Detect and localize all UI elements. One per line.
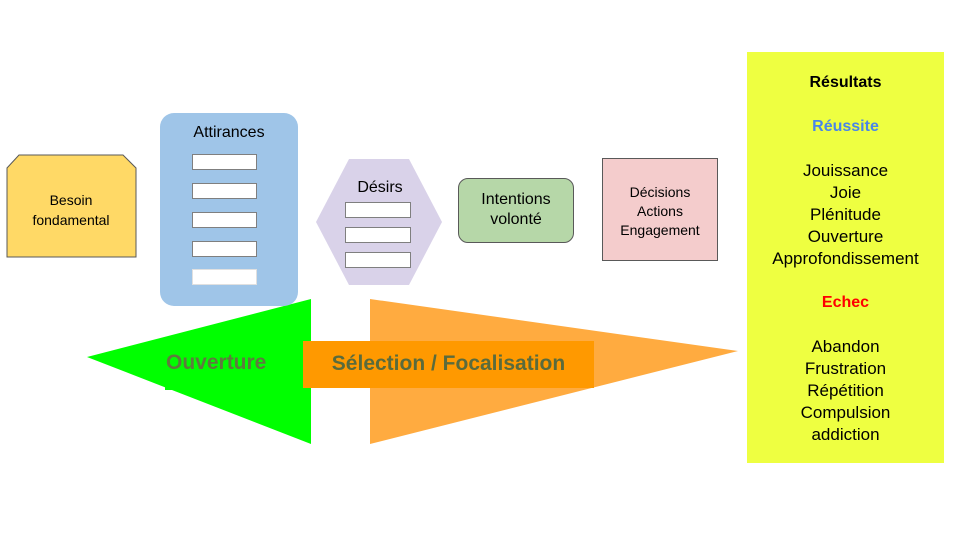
echec-item: Répétition: [807, 381, 884, 400]
resultats-title: Résultats: [809, 74, 882, 91]
echec-item: addiction: [811, 425, 880, 444]
echec-item: Frustration: [804, 359, 887, 378]
echec-item: Compulsion: [800, 403, 891, 422]
attirances-slot: [192, 212, 257, 228]
besoin-line1: Besoin: [49, 192, 93, 208]
attirances-title: Attirances: [193, 124, 265, 141]
reussite-heading: Réussite: [812, 118, 879, 135]
desirs-title: Désirs: [357, 179, 403, 196]
resultats-box: [747, 52, 944, 463]
intentions-line2: volonté: [490, 211, 542, 228]
intentions-line1: Intentions: [481, 191, 551, 208]
intentions-box: [458, 178, 574, 243]
decisions-label: Décisions Actions Engagement: [602, 183, 718, 240]
besoin-label: Besoin fondamental: [8, 190, 134, 230]
intentions-label: Intentions volonté: [458, 190, 574, 230]
selection-label: Sélection / Focalisation: [331, 352, 566, 375]
reussite-item: Joie: [829, 183, 862, 202]
selection-label-box: [303, 341, 594, 388]
desirs-slot: [345, 227, 411, 243]
attirances-slot: [192, 269, 257, 285]
attirances-slot: [192, 241, 257, 257]
besoin-line2: fondamental: [32, 212, 110, 228]
reussite-item: Ouverture: [807, 227, 884, 246]
resultats-content: Résultats Réussite Jouissance Joie Pléni…: [747, 72, 944, 446]
besoin-shape: [6, 154, 137, 258]
decisions-line3: Engagement: [620, 222, 700, 238]
ouverture-label: Ouverture: [166, 351, 267, 374]
attirances-slot: [192, 183, 257, 199]
reussite-item: Plénitude: [810, 205, 881, 224]
decisions-line2: Actions: [637, 203, 683, 219]
ouverture-arrow-body: [165, 340, 311, 390]
echec-item: Abandon: [811, 337, 880, 356]
desirs-slot: [345, 202, 411, 218]
reussite-item: Jouissance: [802, 161, 889, 180]
echec-heading: Echec: [821, 294, 870, 311]
attirances-slot: [192, 154, 257, 170]
decisions-box: [602, 158, 718, 261]
reussite-item: Approfondissement: [772, 249, 919, 268]
decisions-line1: Décisions: [629, 184, 691, 200]
desirs-slot: [345, 252, 411, 268]
